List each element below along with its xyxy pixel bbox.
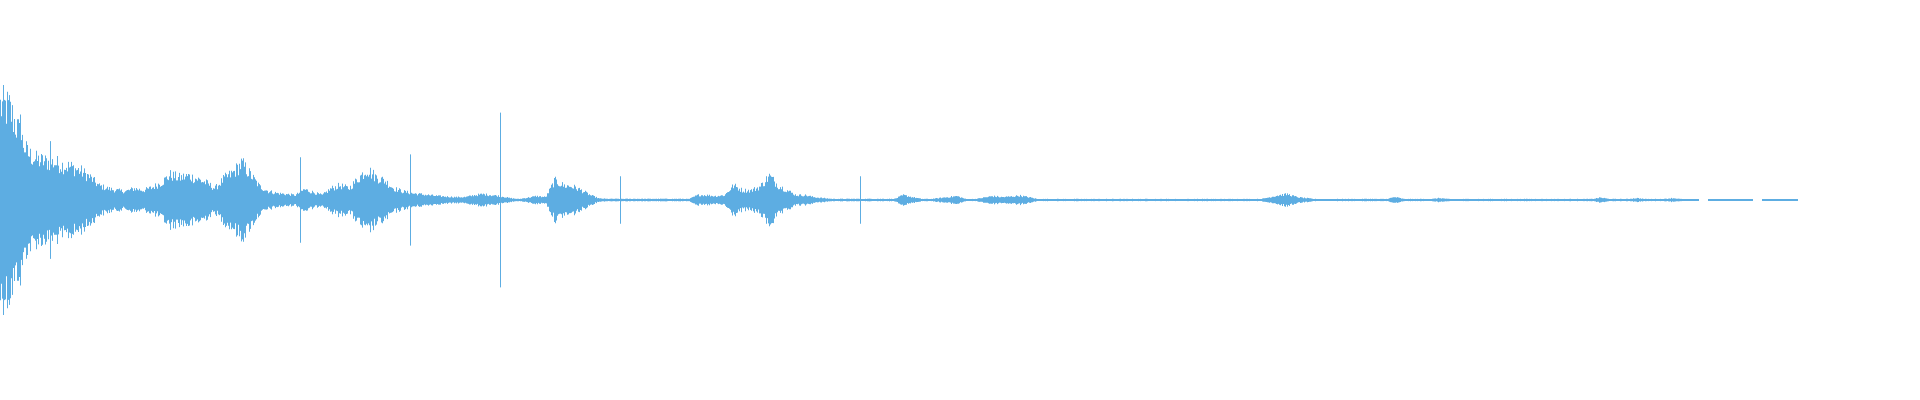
waveform-bars: [0, 85, 1798, 315]
